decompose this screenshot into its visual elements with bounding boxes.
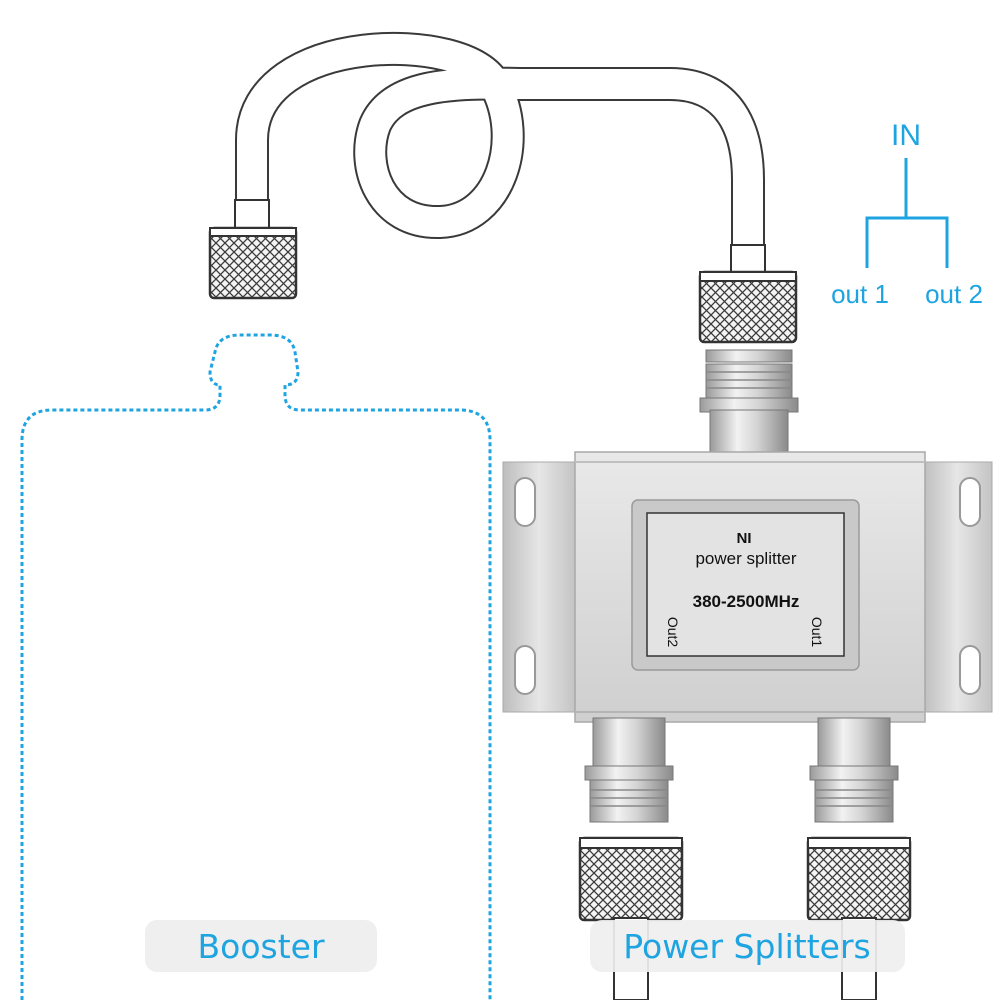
- power-splitters-caption-pill: [590, 920, 905, 972]
- power-splitters-caption: Power Splitters: [590, 920, 905, 972]
- splitter-label-out1: Out1: [809, 617, 825, 648]
- power-splitters-caption-text: Power Splitters: [623, 927, 870, 966]
- diagram-out1-label: out 1: [831, 279, 889, 309]
- splitter-label-out2: Out2: [665, 617, 681, 648]
- splitter-out2-port: [584, 717, 674, 823]
- booster-caption-pill: [145, 920, 377, 972]
- splitter-label-in: IN: [737, 529, 752, 546]
- splitter-in-port: [699, 349, 799, 456]
- diagram-in-label: IN: [891, 119, 921, 152]
- right-cable-connector: [698, 244, 798, 344]
- splitter-label-frequency: 380-2500MHz: [693, 592, 800, 611]
- diagram-out2-label: out 2: [925, 279, 983, 309]
- splitter-flange-left: [502, 461, 576, 713]
- splitter-out1-port: [809, 717, 899, 823]
- splitter-label-title: power splitter: [695, 549, 796, 568]
- diagram-split-lines: [865, 158, 949, 268]
- splitter-body: IN power splitter 380-2500MHz Out2 Out1: [574, 451, 926, 723]
- booster-caption: Booster: [145, 920, 377, 972]
- out1-cable-connector: [806, 836, 912, 1000]
- left-cable-connector: [208, 199, 298, 300]
- coax-cable: [235, 31, 765, 270]
- out2-cable-connector: [578, 836, 684, 1000]
- booster-caption-text: Booster: [197, 927, 324, 966]
- split-diagram: IN out 1 out 2: [831, 119, 983, 309]
- booster-outline: [20, 333, 492, 1000]
- splitter-flange-right: [921, 461, 993, 713]
